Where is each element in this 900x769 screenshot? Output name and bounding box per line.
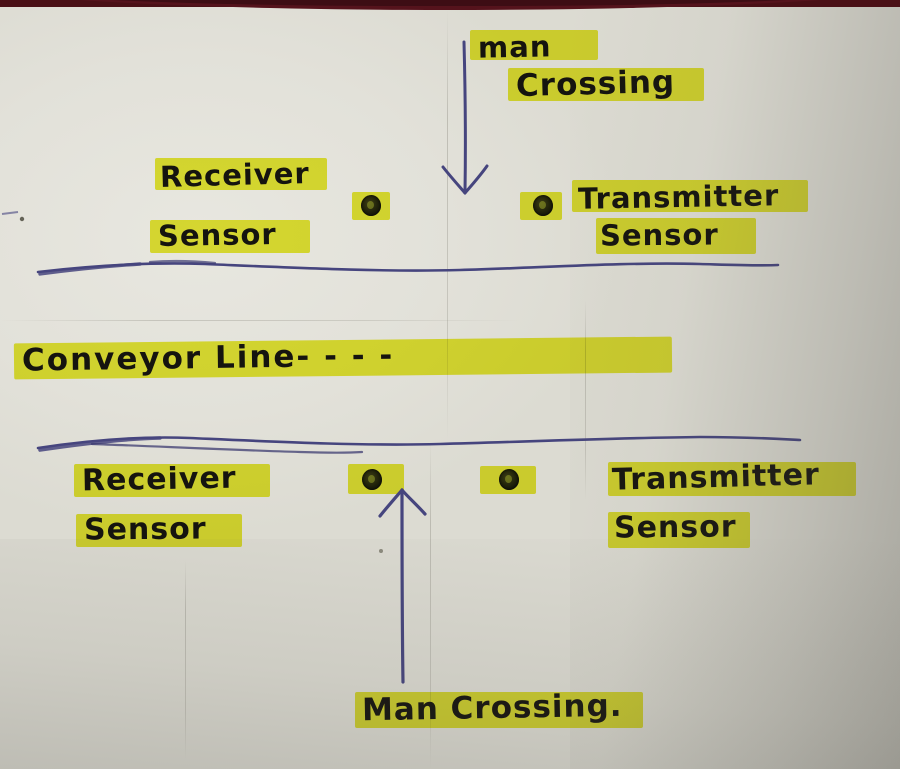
lower-receiver-sensor-dot <box>362 469 382 490</box>
label-conveyor-line: Conveyor Line- - - - <box>21 337 395 379</box>
label-top-man-crossing-line2: Crossing <box>515 63 676 105</box>
highlight-top-crossing-line1 <box>470 30 598 60</box>
table-edge-band-dark <box>0 0 900 6</box>
highlight-upper-transmitter-line2 <box>596 218 756 254</box>
label-top-man-crossing-line1: man <box>477 29 552 65</box>
lower-transmitter-sensor-dot <box>499 469 519 490</box>
label-bottom-man-crossing: Man Crossing. <box>361 687 623 729</box>
label-upper-transmitter-sensor-line2: Sensor <box>599 217 719 253</box>
highlight-lower-receiver-line2 <box>76 514 242 547</box>
upper-receiver-sensor-dot <box>361 195 381 216</box>
label-upper-receiver-sensor-line1: Receiver <box>159 156 311 194</box>
label-upper-receiver-sensor-line2: Sensor <box>157 216 277 254</box>
upper-transmitter-sensor-dot <box>533 195 553 216</box>
highlight-top-crossing-line2 <box>508 68 704 101</box>
highlight-upper-receiver-line1 <box>155 158 327 190</box>
highlight-lower-transmitter-line2 <box>608 512 750 548</box>
highlight-lower-receiver-line1 <box>74 464 270 497</box>
highlight-lower-transmitter-line1 <box>608 462 856 496</box>
highlight-upper-receiver-line2 <box>150 220 310 253</box>
label-lower-receiver-sensor-line1: Receiver <box>81 460 237 499</box>
label-lower-transmitter-sensor-line1: Transmitter <box>611 457 821 498</box>
highlight-bottom-crossing <box>355 692 643 728</box>
paper-sheet <box>0 7 900 769</box>
label-lower-receiver-sensor-line2: Sensor <box>83 511 207 548</box>
label-lower-transmitter-sensor-line2: Sensor <box>613 509 737 546</box>
label-upper-transmitter-sensor-line1: Transmitter <box>577 178 780 216</box>
highlight-upper-transmitter-line1 <box>572 180 808 212</box>
